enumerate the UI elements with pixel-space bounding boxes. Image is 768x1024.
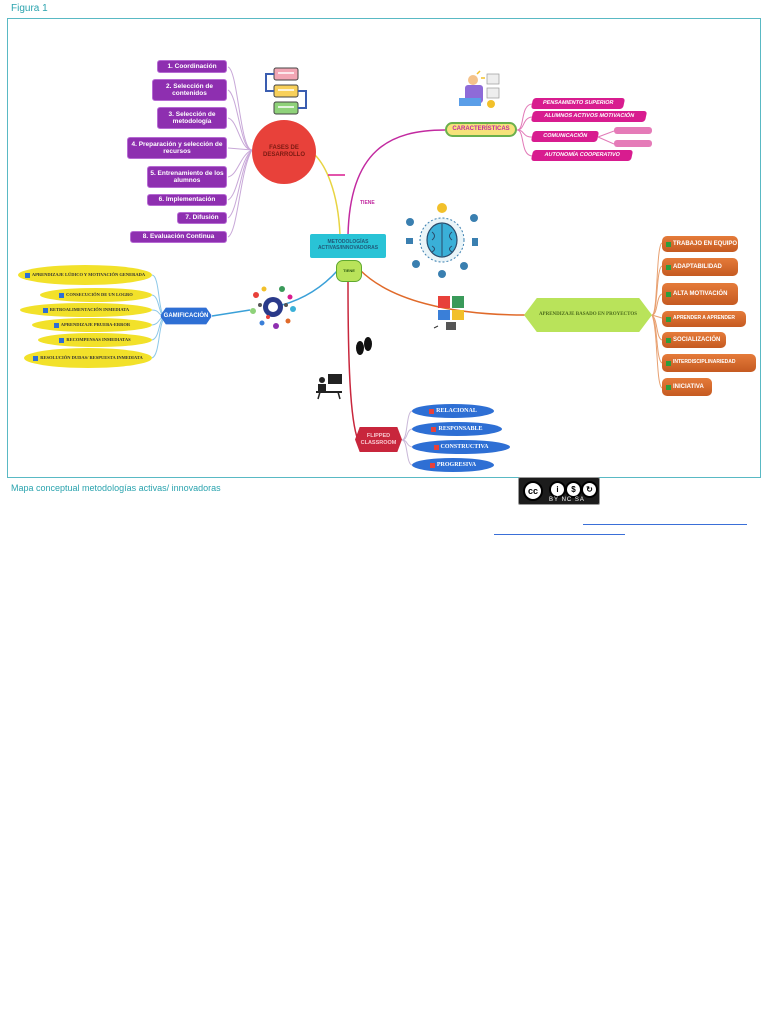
abp-item-6: INTERDISCIPLINARIEDAD bbox=[662, 354, 756, 372]
flipped-item-4: PROGRESIVA bbox=[412, 458, 494, 472]
comunicacion-sub-1 bbox=[614, 127, 652, 134]
gamificacion-item-6: RESOLUCIÓN DUDAS/ RESPUESTA INMEDIATA bbox=[24, 348, 152, 368]
fases-node: FASES DE DESARROLLO bbox=[252, 120, 316, 184]
abp-item-5: SOCIALIZACIÓN bbox=[662, 332, 726, 348]
abp-node: APRENDIZAJE BASADO EN PROYECTOS bbox=[524, 298, 652, 332]
fase-item-2: 2. Selección de contenidos bbox=[152, 79, 227, 101]
gamificacion-item-5: RECOMPENSAS INMEDIATAS bbox=[38, 333, 152, 347]
abp-item-3: ALTA MOTIVACIÓN bbox=[662, 283, 738, 305]
fase-item-6: 6. Implementación bbox=[147, 194, 227, 206]
gamificacion-item-1: APRENDIZAJE LÚDICO Y MOTIVACIÓN GENERADA bbox=[18, 265, 152, 285]
gamificacion-item-3: RETROALIMENTACIÓN INMEDIATA bbox=[20, 303, 152, 317]
idea-person-icon bbox=[455, 70, 503, 116]
caracteristica-item-2: ALUMNOS ACTIVOS MOTIVACIÓN bbox=[530, 111, 648, 122]
abp-item-2: ADAPTABILIDAD bbox=[662, 258, 738, 276]
caracteristica-item-3: COMUNICACIÓN bbox=[530, 131, 600, 142]
abp-item-4: APRENDER A APRENDER bbox=[662, 311, 746, 327]
gamificacion-item-4: APRENDIZAJE PRUEBA-ERROR bbox=[32, 318, 152, 332]
license-text: BY NC SA bbox=[549, 497, 585, 503]
sa-icon: ↻ bbox=[581, 481, 598, 498]
caracteristica-item-1: PENSAMIENTO SUPERIOR bbox=[530, 98, 626, 109]
abp-item-1: TRABAJO EN EQUIPO bbox=[662, 236, 738, 252]
flipped-item-1: RELACIONAL bbox=[412, 404, 494, 418]
teacher-desk-icon bbox=[314, 372, 344, 400]
fase-item-5: 5. Entrenamiento de los alumnos bbox=[147, 166, 227, 188]
process-flow-icon bbox=[262, 66, 310, 116]
footprints-icon bbox=[354, 334, 374, 360]
link-underline-2[interactable] bbox=[494, 534, 625, 535]
by-icon: i bbox=[549, 481, 566, 498]
center-connector-shape: TIENE bbox=[336, 260, 362, 282]
center-node: METODOLOGÍAS ACTIVAS/INNOVADORAS bbox=[310, 234, 386, 258]
fase-item-8: 8. Evaluación Continua bbox=[130, 231, 227, 243]
fase-item-7: 7. Difusión bbox=[177, 212, 227, 224]
brain-icon bbox=[402, 202, 482, 280]
tiene-label: TIENE bbox=[360, 200, 375, 206]
fase-item-3: 3. Selección de metodología bbox=[157, 107, 227, 129]
figure-frame bbox=[7, 18, 761, 478]
abp-item-7: INICIATIVA bbox=[662, 378, 712, 396]
comunicacion-sub-2 bbox=[614, 140, 652, 147]
gamificacion-item-2: CONSECUCIÓN DE UN LOGRO bbox=[40, 288, 152, 302]
nc-icon: $ bbox=[565, 481, 582, 498]
fase-item-1: 1. Coordinación bbox=[157, 60, 227, 73]
gamificacion-node: GAMIFICACIÓN bbox=[160, 307, 212, 325]
flipped-item-3: CONSTRUCTIVA bbox=[412, 440, 510, 454]
fase-item-4: 4. Preparación y selección de recursos bbox=[127, 137, 227, 159]
flipped-node: FLIPPED CLASSROOM bbox=[355, 427, 402, 452]
caracteristica-item-4: AUTONOMÍA COOPERATIVO bbox=[530, 150, 634, 161]
link-underline-1[interactable] bbox=[583, 524, 747, 525]
cc-license-badge[interactable]: cc i $ ↻ BY NC SA bbox=[518, 477, 600, 505]
cc-icon: cc bbox=[523, 481, 543, 501]
colorful-dots-icon bbox=[248, 283, 298, 331]
figure-caption: Mapa conceptual metodologías activas/ in… bbox=[11, 483, 221, 493]
flipped-item-2: RESPONSABLE bbox=[412, 422, 502, 436]
figure-label: Figura 1 bbox=[11, 3, 48, 14]
caracteristicas-node: CARACTERÍSTICAS bbox=[445, 122, 517, 137]
puzzle-bulb-icon bbox=[432, 292, 472, 336]
